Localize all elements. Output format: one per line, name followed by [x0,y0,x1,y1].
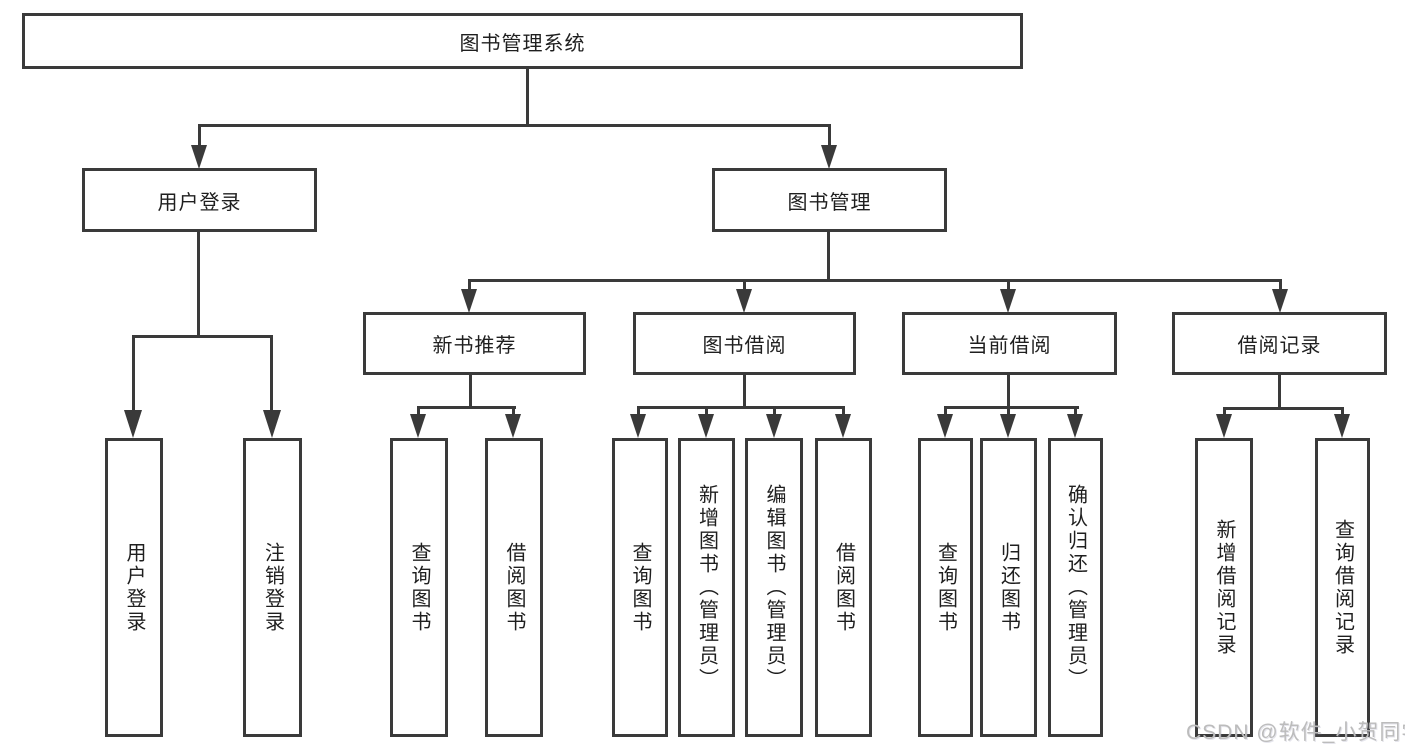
connector-borrow-drop-4 [842,406,845,416]
node-label: 图书管理系统 [459,32,586,55]
connector-bookmgmt-elbow [468,279,1282,282]
arrowhead-leaf-confirm-return [1067,414,1083,438]
connector-root-elbow [198,124,831,127]
leaf-query-books-borrow: 查询图书 [612,438,668,737]
node-label: 图书管理 [787,191,872,214]
connector-records-drop-2 [1341,407,1344,416]
leaf-logout: 注销登录 [243,438,302,737]
connector-userlogin-drop-1 [132,335,135,412]
connector-bookmgmt-drop-3 [1007,279,1010,291]
arrowhead-leaf-query-books-recommend [410,414,426,438]
connector-current-drop-1 [944,406,947,416]
arrowhead-new-book-recommend [461,289,477,313]
node-current-borrow: 当前借阅 [902,312,1117,375]
connector-bookmgmt-stem [827,232,830,282]
connector-borrow-drop-1 [637,406,640,416]
leaf-label: 查询图书 [934,541,957,634]
node-label: 当前借阅 [967,335,1052,357]
leaf-return-book: 归还图书 [980,438,1037,737]
leaf-label: 用户登录 [123,541,145,634]
arrowhead-leaf-borrow-books-recommend [505,414,521,438]
node-label: 新书推荐 [432,335,517,357]
watermark: CSDN @软件_小贺同学 [1186,721,1405,744]
leaf-add-book-admin: 新增图书（管理员） [678,438,735,737]
arrowhead-current-borrow [1000,289,1016,313]
arrowhead-leaf-query-books-current [937,414,953,438]
connector-root-drop-left [198,124,201,148]
node-new-book-recommend: 新书推荐 [363,312,586,375]
arrowhead-leaf-return-book [1000,414,1016,438]
arrowhead-leaf-add-borrow-record [1216,414,1232,438]
leaf-query-borrow-record: 查询借阅记录 [1315,438,1370,737]
leaf-label: 注销登录 [261,541,284,634]
connector-bookmgmt-drop-2 [743,279,746,291]
arrowhead-leaf-user-login [124,410,142,438]
connector-current-stem [1007,375,1010,409]
connector-recommend-drop-2 [512,406,515,416]
leaf-label: 查询图书 [408,541,430,634]
node-borrow-records: 借阅记录 [1172,312,1387,375]
connector-userlogin-stem [197,232,200,338]
connector-bookmgmt-drop-4 [1279,279,1282,291]
connector-borrow-elbow [637,406,845,409]
leaf-label: 查询图书 [629,541,651,634]
connector-recommend-elbow [417,406,516,409]
leaf-label: 归还图书 [997,541,1020,634]
leaf-add-borrow-record: 新增借阅记录 [1195,438,1253,737]
leaf-label: 新增图书（管理员） [695,484,718,691]
arrowhead-leaf-query-borrow-record [1334,414,1350,438]
arrowhead-borrow-records [1272,289,1288,313]
leaf-confirm-return-admin: 确认归还（管理员） [1048,438,1103,737]
connector-root-stem [526,69,529,124]
leaf-label: 查询借阅记录 [1331,518,1354,657]
arrowhead-leaf-edit-book [766,414,782,438]
node-book-management: 图书管理 [712,168,947,232]
arrowhead-book-management [821,145,837,169]
connector-bookmgmt-drop-1 [468,279,471,291]
connector-recommend-drop-1 [417,406,420,416]
node-label: 图书借阅 [702,335,787,357]
connector-borrow-drop-3 [773,406,776,416]
leaf-label: 借阅图书 [503,541,525,634]
node-label: 用户登录 [157,191,242,214]
leaf-label: 编辑图书（管理员） [763,484,785,691]
connector-records-elbow [1223,407,1344,410]
connector-current-elbow [944,406,1079,409]
connector-records-drop-1 [1223,407,1226,416]
node-book-borrow: 图书借阅 [633,312,856,375]
connector-borrow-drop-2 [705,406,708,416]
connector-borrow-stem [743,375,746,409]
leaf-edit-book-admin: 编辑图书（管理员） [745,438,803,737]
leaf-query-books-recommend: 查询图书 [390,438,448,737]
node-user-login: 用户登录 [82,168,317,232]
node-library-management-system: 图书管理系统 [22,13,1023,69]
leaf-user-login: 用户登录 [105,438,163,737]
connector-recommend-stem [469,375,472,409]
arrowhead-leaf-query-books-borrow [630,414,646,438]
connector-records-stem [1278,375,1281,410]
connector-current-drop-2 [1007,406,1010,416]
leaf-label: 新增借阅记录 [1213,518,1235,657]
arrowhead-leaf-add-book [698,414,714,438]
connector-userlogin-drop-2 [270,335,273,412]
leaf-borrow-books: 借阅图书 [815,438,872,737]
leaf-query-books-current: 查询图书 [918,438,973,737]
node-label: 借阅记录 [1237,335,1322,357]
arrowhead-book-borrow [736,289,752,313]
arrowhead-leaf-borrow-books [835,414,851,438]
leaf-borrow-books-recommend: 借阅图书 [485,438,543,737]
connector-userlogin-elbow [132,335,273,338]
arrowhead-leaf-logout [263,410,281,438]
arrowhead-user-login [191,145,207,169]
connector-root-drop-right [828,124,831,148]
leaf-label: 确认归还（管理员） [1064,484,1087,691]
leaf-label: 借阅图书 [832,541,855,634]
connector-current-drop-3 [1074,406,1077,416]
